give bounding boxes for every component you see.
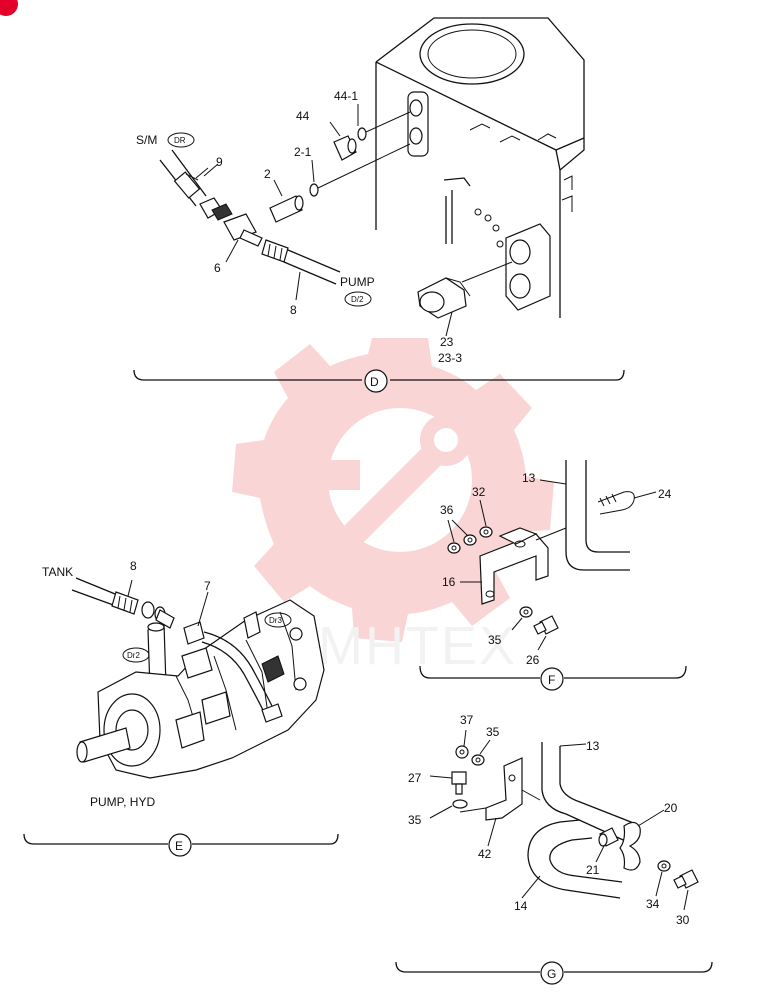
section-f: 13 24 36 32 16 35 26 F [419,460,687,691]
hose-8 [261,239,341,285]
label-dr3: Dr3 [269,616,282,625]
label-f-35: 35 [488,633,502,647]
label-26: 26 [526,653,540,667]
label-g-13: 13 [586,739,600,753]
label-37: 37 [460,713,474,727]
label-7: 7 [204,579,211,593]
watermark-text: MHTEX [318,616,517,676]
hydraulic-tank [375,17,585,319]
washer-35 [519,606,533,618]
label-g-35-top: 35 [486,725,500,739]
o-ring-2-1 [309,183,319,197]
label-44: 44 [296,109,310,123]
label-20: 20 [664,801,678,815]
label-6: 6 [214,261,221,275]
bolt-26 [533,615,559,635]
spacer-21 [598,827,619,847]
u-bolt-24 [597,491,635,515]
pipe-14 [527,819,623,899]
label-42: 42 [478,847,492,861]
bolt-30 [673,869,699,889]
tee-fitting-6 [223,213,263,247]
label-dr: DR [174,136,186,145]
label-f-13: 13 [522,471,536,485]
section-d-brace [133,369,625,381]
label-24: 24 [658,487,672,501]
bracket-42 [485,757,523,821]
label-23: 23 [440,335,454,349]
label-e-8: 8 [130,559,137,573]
washer-35-g-top [471,754,485,766]
bolt-27 [451,771,467,795]
label-16: 16 [442,575,456,589]
nut-36a [447,542,461,554]
label-tank: TANK [42,565,73,579]
section-d: S/M DR 9 2 2-1 44 44-1 6 8 PUMP D/2 23 2… [133,17,625,393]
label-dr2: Dr2 [127,651,140,660]
section-f-brace [419,665,687,679]
section-g-brace [395,961,713,973]
washer-32 [479,526,493,538]
label-2-1: 2-1 [294,145,312,159]
label-32: 32 [472,485,486,499]
label-d2: D/2 [351,295,364,304]
pipe-13-g [541,742,637,845]
label-9: 9 [216,155,223,169]
label-8: 8 [290,303,297,317]
label-34: 34 [646,897,660,911]
pipe-13 [565,460,630,571]
section-d-marker: D [370,375,379,389]
washer-34 [657,860,671,872]
tank-hose-8 [71,577,166,622]
plug-44 [333,135,357,161]
hydraulic-pump [76,599,325,779]
hose-9 [159,149,233,221]
pump-caption: PUMP, HYD [90,795,155,809]
section-g: 37 35 13 27 35 42 20 21 14 34 30 G [395,713,713,985]
label-36: 36 [440,503,454,517]
bracket-16 [479,527,549,605]
label-30: 30 [676,913,690,927]
label-g-35-bottom: 35 [408,813,422,827]
corner-mark-icon [0,0,18,16]
label-21: 21 [586,863,600,877]
label-pump: PUMP [340,275,375,289]
hose-7 [183,621,283,723]
label-44-1: 44-1 [334,89,358,103]
clamp-20 [619,821,641,871]
label-2: 2 [264,167,271,181]
section-e-marker: E [175,839,183,853]
watermark-logo: MHTEX [232,338,554,676]
section-f-marker: F [548,673,555,687]
nut-36b [463,534,477,546]
label-sm: S/M [136,133,157,147]
washer-35-g-bottom [452,799,468,809]
section-e: TANK 8 7 Dr2 Dr3 PUMP, HYD E [23,559,339,857]
label-23-3: 23-3 [438,351,462,365]
label-27: 27 [408,771,422,785]
section-e-brace [23,833,339,845]
label-14: 14 [514,899,528,913]
o-ring-44-1 [357,127,367,141]
nut-37 [455,745,469,759]
section-g-marker: G [547,967,556,981]
adapter-2 [269,195,304,223]
